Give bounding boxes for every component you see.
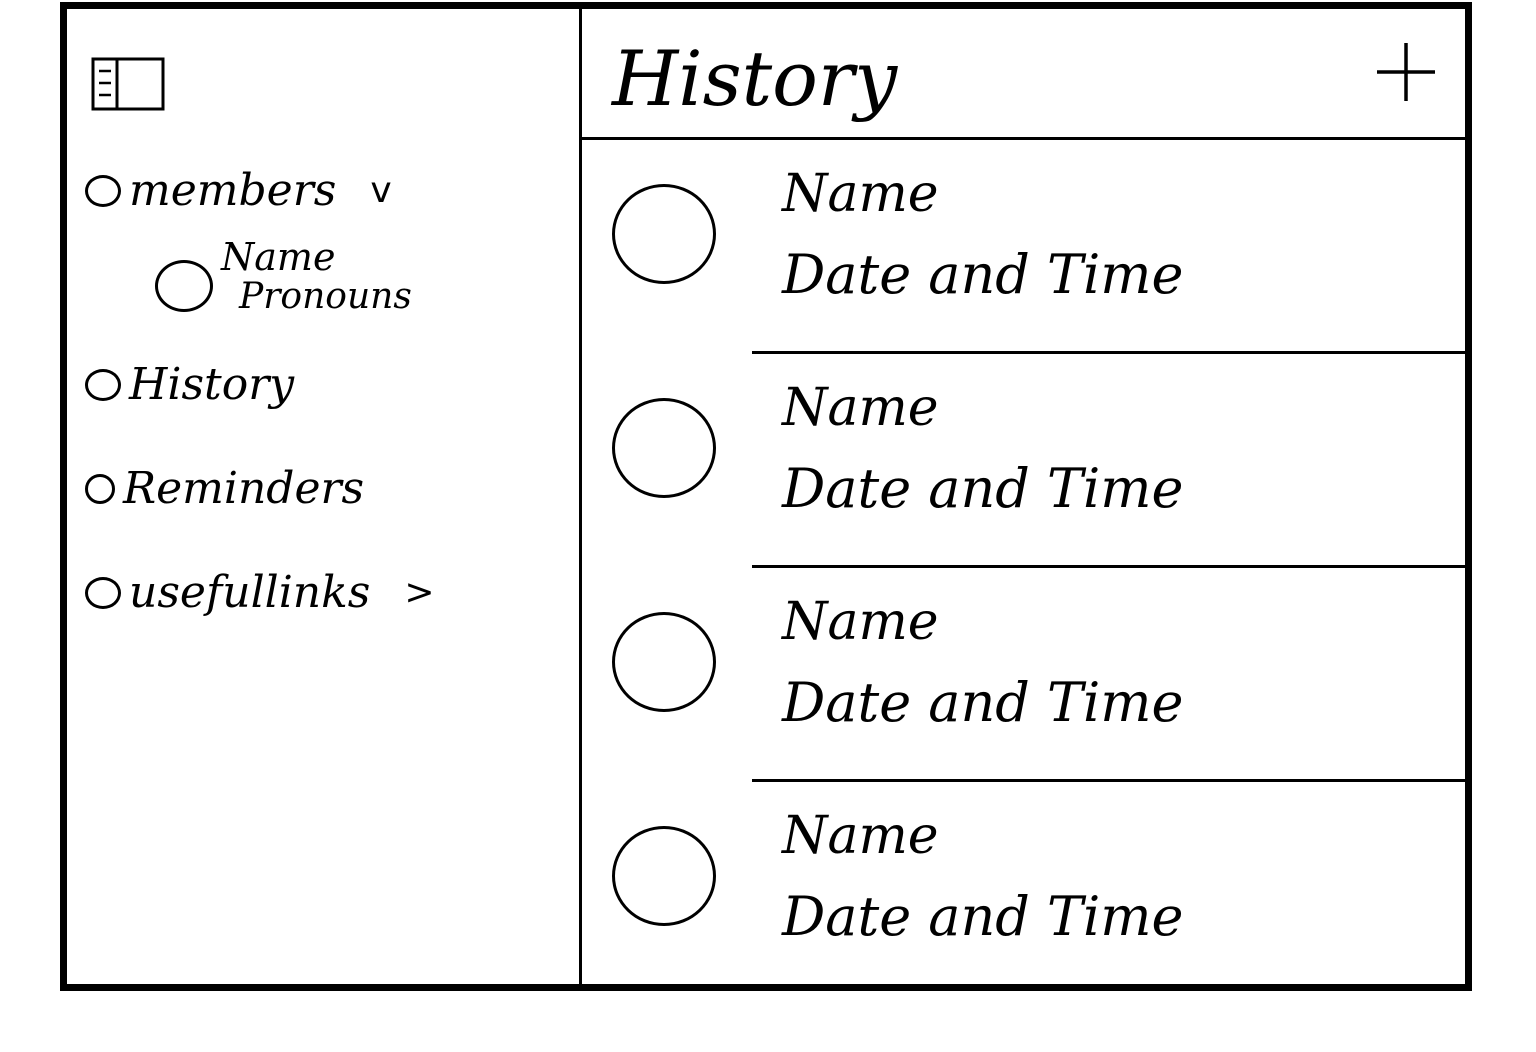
sidebar-item-useful-links[interactable]: usefullinks > [85, 561, 565, 625]
main-panel: History Name Date and Time Name Date and… [582, 9, 1465, 984]
history-entry[interactable]: Name Date and Time [582, 354, 1465, 568]
header: History [582, 9, 1465, 140]
member-info: Name Pronouns [221, 235, 412, 318]
sidebar-item-label: members [129, 165, 337, 216]
chevron-down-icon: v [370, 170, 392, 211]
entry-name: Name [782, 378, 939, 438]
member-name: Name [221, 235, 336, 280]
history-list: Name Date and Time Name Date and Time Na… [582, 140, 1465, 996]
add-button[interactable] [1373, 39, 1439, 105]
avatar [612, 612, 716, 712]
history-entry[interactable]: Name Date and Time [582, 782, 1465, 996]
sidebar-item-label: usefullinks [129, 567, 371, 618]
reminders-circle-icon [85, 474, 115, 504]
avatar [612, 826, 716, 926]
history-entry[interactable]: Name Date and Time [582, 568, 1465, 782]
entry-name: Name [782, 592, 939, 652]
sidebar-nav: members v Name Pronouns History Reminder… [85, 159, 565, 665]
sidebar-item-members[interactable]: members v [85, 159, 565, 223]
entry-datetime: Date and Time [782, 243, 1184, 306]
history-entry[interactable]: Name Date and Time [582, 140, 1465, 354]
entry-name: Name [782, 164, 939, 224]
members-circle-icon [85, 175, 121, 207]
sidebar-toggle-button[interactable] [91, 57, 165, 111]
avatar [612, 398, 716, 498]
member-list-item[interactable]: Name Pronouns [155, 229, 565, 325]
entry-datetime: Date and Time [782, 457, 1184, 520]
entry-datetime: Date and Time [782, 671, 1184, 734]
sidebar-item-history[interactable]: History [85, 353, 565, 417]
avatar [612, 184, 716, 284]
entry-name: Name [782, 806, 939, 866]
chevron-right-icon: > [404, 572, 435, 613]
avatar [155, 260, 213, 312]
sidebar: members v Name Pronouns History Reminder… [67, 9, 582, 984]
page-title: History [612, 34, 898, 123]
app-window: members v Name Pronouns History Reminder… [60, 2, 1472, 991]
sidebar-toggle-icon [91, 57, 165, 111]
sidebar-item-reminders[interactable]: Reminders [85, 457, 565, 521]
plus-icon [1377, 43, 1435, 101]
useful-links-circle-icon [85, 577, 121, 609]
sidebar-item-label: Reminders [123, 463, 365, 514]
sidebar-item-label: History [129, 359, 295, 410]
member-pronouns: Pronouns [239, 276, 412, 318]
entry-datetime: Date and Time [782, 885, 1184, 948]
history-circle-icon [85, 369, 121, 401]
